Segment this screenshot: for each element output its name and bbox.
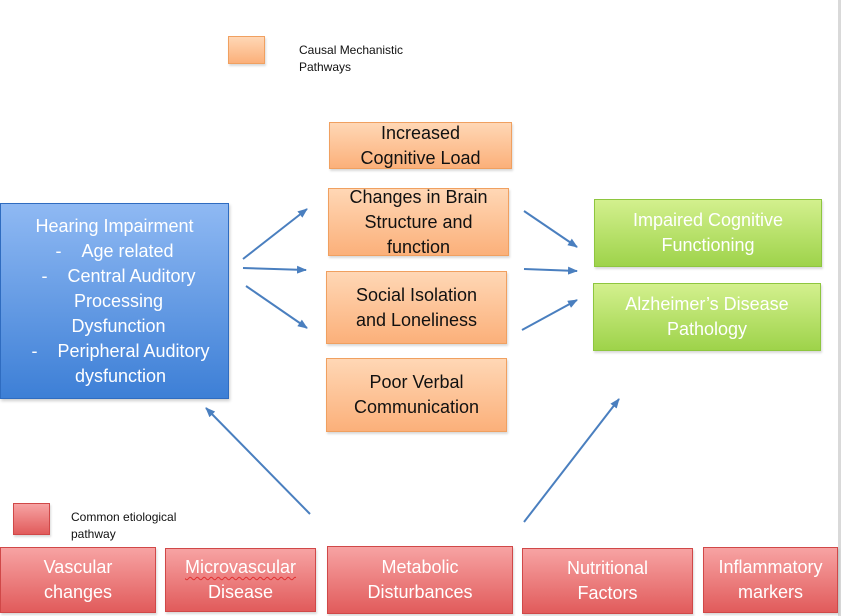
- cognitive-load-box: Increased Cognitive Load: [329, 122, 512, 169]
- microvascular-label-line1: Microvascular: [184, 557, 297, 577]
- inflammatory-markers-label: Inflammatory markers: [718, 557, 823, 602]
- poor-verbal-label: Poor Verbal Communication: [353, 372, 480, 417]
- vascular-changes-label: Vascular changes: [43, 557, 113, 602]
- impaired-cognitive-box: Impaired Cognitive Functioning: [594, 199, 822, 267]
- nutritional-factors-label: Nutritional Factors: [566, 558, 649, 603]
- brain-structure-label: Changes in Brain Structure and function: [349, 186, 488, 257]
- alzheimers-label: Alzheimer’s Disease Pathology: [625, 294, 789, 339]
- nutritional-factors-box: Nutritional Factors: [522, 548, 693, 614]
- poor-verbal-box: Poor Verbal Communication: [326, 358, 507, 432]
- microvascular-disease-box: Microvascular Disease: [165, 548, 316, 612]
- cognitive-load-label: Increased Cognitive Load: [360, 122, 481, 168]
- arrow-hearing-to-verbal: [245, 285, 308, 329]
- common-legend-swatch: [13, 503, 50, 535]
- arrow-brain-to-cognitive: [523, 210, 578, 248]
- causal-legend-swatch: [228, 36, 265, 64]
- inflammatory-markers-box: Inflammatory markers: [703, 547, 838, 613]
- microvascular-label-line2: Disease: [207, 582, 274, 602]
- metabolic-disturbances-box: Metabolic Disturbances: [327, 546, 513, 614]
- metabolic-disturbances-label: Metabolic Disturbances: [367, 557, 473, 602]
- right-edge-rule: [838, 0, 841, 616]
- hearing-item-central: - Central Auditory Processing Dysfunctio…: [41, 265, 196, 336]
- alzheimers-box: Alzheimer’s Disease Pathology: [593, 283, 821, 351]
- impaired-cognitive-label: Impaired Cognitive Functioning: [632, 210, 784, 255]
- arrow-hearing-to-social: [242, 265, 307, 274]
- hearing-impairment-title: Hearing Impairment: [35, 215, 194, 236]
- hearing-item-peripheral: - Peripheral Auditory dysfunction: [31, 340, 210, 386]
- causal-legend-label: Causal Mechanistic Pathways: [299, 43, 404, 74]
- arrow-social-to-cognitive: [523, 266, 578, 275]
- brain-structure-box: Changes in Brain Structure and function: [328, 187, 509, 257]
- social-isolation-box: Social Isolation and Loneliness: [326, 271, 507, 344]
- arrow-hearing-to-brain: [242, 208, 308, 260]
- arrow-vascular-to-hearing: [205, 407, 311, 515]
- vascular-changes-box: Vascular changes: [0, 547, 156, 613]
- arrow-metabolic-to-alzheimers: [523, 398, 620, 523]
- common-legend-label: Common etiological pathway: [71, 510, 177, 541]
- hearing-item-age: - Age related: [55, 240, 174, 261]
- social-isolation-label: Social Isolation and Loneliness: [355, 284, 478, 330]
- arrow-social-to-alzheimers: [521, 299, 578, 331]
- hearing-impairment-box: Hearing Impairment - Age related - Centr…: [0, 203, 229, 399]
